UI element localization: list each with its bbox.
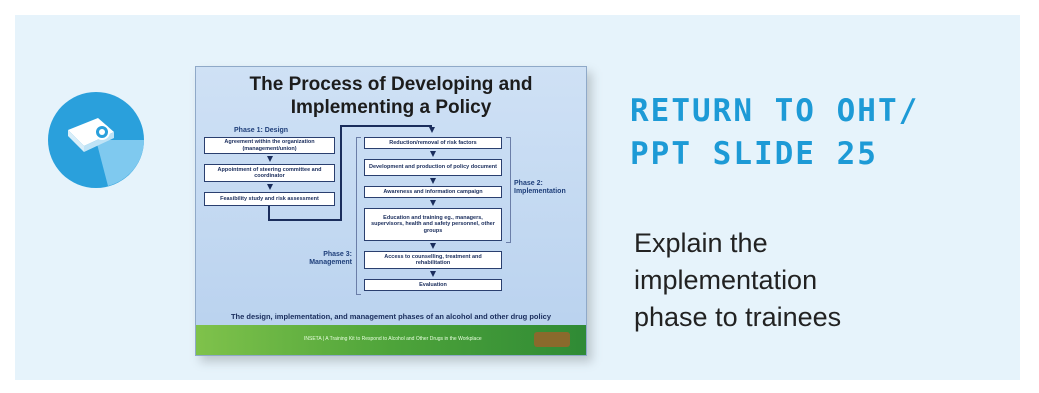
phase2-label-line-1: Phase 2: bbox=[514, 180, 543, 187]
phase3-label: Phase 3: Management bbox=[296, 251, 352, 267]
slide-footer-text: INSETA | A Training Kit to Respond to Al… bbox=[304, 336, 482, 342]
heading-line-1: RETURN TO OHT/ bbox=[630, 93, 920, 129]
connector-line bbox=[268, 219, 340, 221]
arrow-down-icon bbox=[430, 151, 436, 157]
phase2-brace bbox=[506, 137, 511, 243]
phase2-label: Phase 2: Implementation bbox=[514, 180, 566, 196]
arrow-down-icon bbox=[430, 243, 436, 249]
phase1-label: Phase 1: Design bbox=[234, 127, 289, 134]
arrow-down-icon bbox=[430, 271, 436, 277]
footer-logo-icon bbox=[534, 332, 570, 347]
slide-footer: INSETA | A Training Kit to Respond to Al… bbox=[196, 325, 586, 355]
design-step: Agreement within the organization (manag… bbox=[204, 137, 335, 154]
slide-title-line-2: Implementing a Policy bbox=[290, 97, 492, 118]
heading: RETURN TO OHT/ PPT SLIDE 25 bbox=[630, 90, 1000, 176]
phase3-brace bbox=[356, 137, 361, 295]
heading-line-2: PPT SLIDE 25 bbox=[630, 136, 878, 172]
instruction-text: Explain the implementation phase to trai… bbox=[634, 225, 964, 336]
design-step: Appointment of steering committee and co… bbox=[204, 164, 335, 182]
management-step: Access to counselling, treatment and reh… bbox=[364, 251, 502, 269]
slide-caption: The design, implementation, and manageme… bbox=[230, 312, 552, 321]
phase3-label-line-1: Phase 3: bbox=[323, 251, 352, 258]
arrow-down-icon bbox=[267, 156, 273, 162]
connector-line bbox=[268, 206, 270, 221]
arrow-down-icon bbox=[430, 178, 436, 184]
instruction-line-1: Explain the bbox=[634, 228, 768, 258]
arrow-down-icon bbox=[430, 200, 436, 206]
implementation-step: Reduction/removal of risk factors bbox=[364, 137, 502, 149]
phase2-label-line-2: Implementation bbox=[514, 188, 566, 195]
design-step: Feasibility study and risk assessment bbox=[204, 192, 335, 206]
connector-line bbox=[340, 125, 342, 221]
slide-thumbnail: The Process of Developing and Implementi… bbox=[195, 66, 587, 356]
arrow-down-icon bbox=[267, 184, 273, 190]
implementation-step: Development and production of policy doc… bbox=[364, 159, 502, 176]
instruction-line-3: phase to trainees bbox=[634, 302, 842, 332]
instruction-line-2: implementation bbox=[634, 265, 818, 295]
connector-line bbox=[340, 125, 432, 127]
implementation-step: Education and training eg., managers, su… bbox=[364, 208, 502, 241]
slide-title-line-1: The Process of Developing and bbox=[249, 74, 533, 95]
arrow-down-icon bbox=[429, 127, 435, 133]
projector-icon bbox=[48, 92, 144, 188]
management-step: Evaluation bbox=[364, 279, 502, 291]
slide-title: The Process of Developing and Implementi… bbox=[196, 73, 586, 119]
phase3-label-line-2: Management bbox=[309, 259, 352, 266]
implementation-step: Awareness and information campaign bbox=[364, 186, 502, 198]
